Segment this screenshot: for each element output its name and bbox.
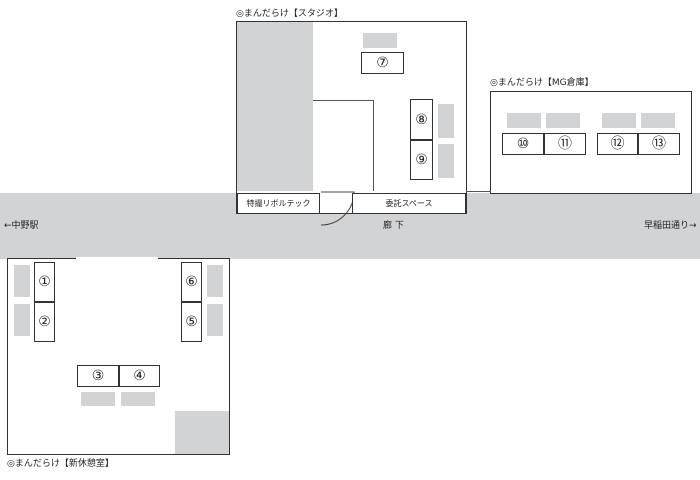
lounge-display-shelf [207, 304, 223, 336]
corridor-label: 廊 下 [383, 221, 404, 231]
sign-consignment-space: 委託スペース [352, 193, 466, 214]
booth-11: ⑪ [544, 133, 586, 155]
booth-10: ⑩ [502, 133, 544, 155]
corridor-left-direction: ←中野駅 [4, 221, 39, 231]
warehouse-display-shelf [602, 113, 636, 128]
booth-4: ④ [119, 365, 160, 387]
booth-2: ② [34, 302, 55, 342]
booth-12: ⑫ [597, 133, 638, 155]
booth-5: ⑤ [181, 302, 202, 342]
lounge-corner-block [175, 411, 229, 454]
lounge-display-shelf [14, 304, 30, 336]
studio-display-shelf [363, 33, 397, 48]
booth-8: ⑧ [410, 99, 433, 140]
studio-gray-wall [237, 22, 313, 191]
warehouse-display-shelf [641, 113, 675, 128]
lounge-display-shelf [14, 265, 30, 297]
warehouse-title: ◎まんだらけ【MG倉庫】 [490, 78, 594, 88]
lounge-display-shelf [207, 265, 223, 297]
studio-display-shelf [438, 104, 454, 138]
booth-7: ⑦ [361, 52, 404, 74]
booth-6: ⑥ [181, 262, 202, 302]
lounge-display-shelf [81, 392, 115, 406]
studio-partition-vertical [373, 100, 374, 191]
booth-3: ③ [77, 365, 119, 387]
lounge-display-shelf [121, 392, 155, 406]
corridor-right-direction: 早稲田通り→ [644, 221, 697, 231]
connector-line [466, 191, 491, 192]
booth-1: ① [34, 262, 55, 302]
booth-13: ⑬ [638, 133, 680, 155]
studio-partition-horizontal [313, 100, 374, 101]
lounge-door-gap [76, 257, 158, 260]
warehouse-display-shelf [546, 113, 580, 128]
booth-9: ⑨ [410, 140, 433, 180]
studio-title: ◎まんだらけ【スタジオ】 [236, 9, 343, 19]
lounge-title: ◎まんだらけ【新休憩室】 [7, 459, 114, 469]
sign-tokusatsu-revoltech: 特撮リボルテック [237, 193, 320, 214]
warehouse-display-shelf [507, 113, 541, 128]
studio-display-shelf [438, 144, 454, 178]
